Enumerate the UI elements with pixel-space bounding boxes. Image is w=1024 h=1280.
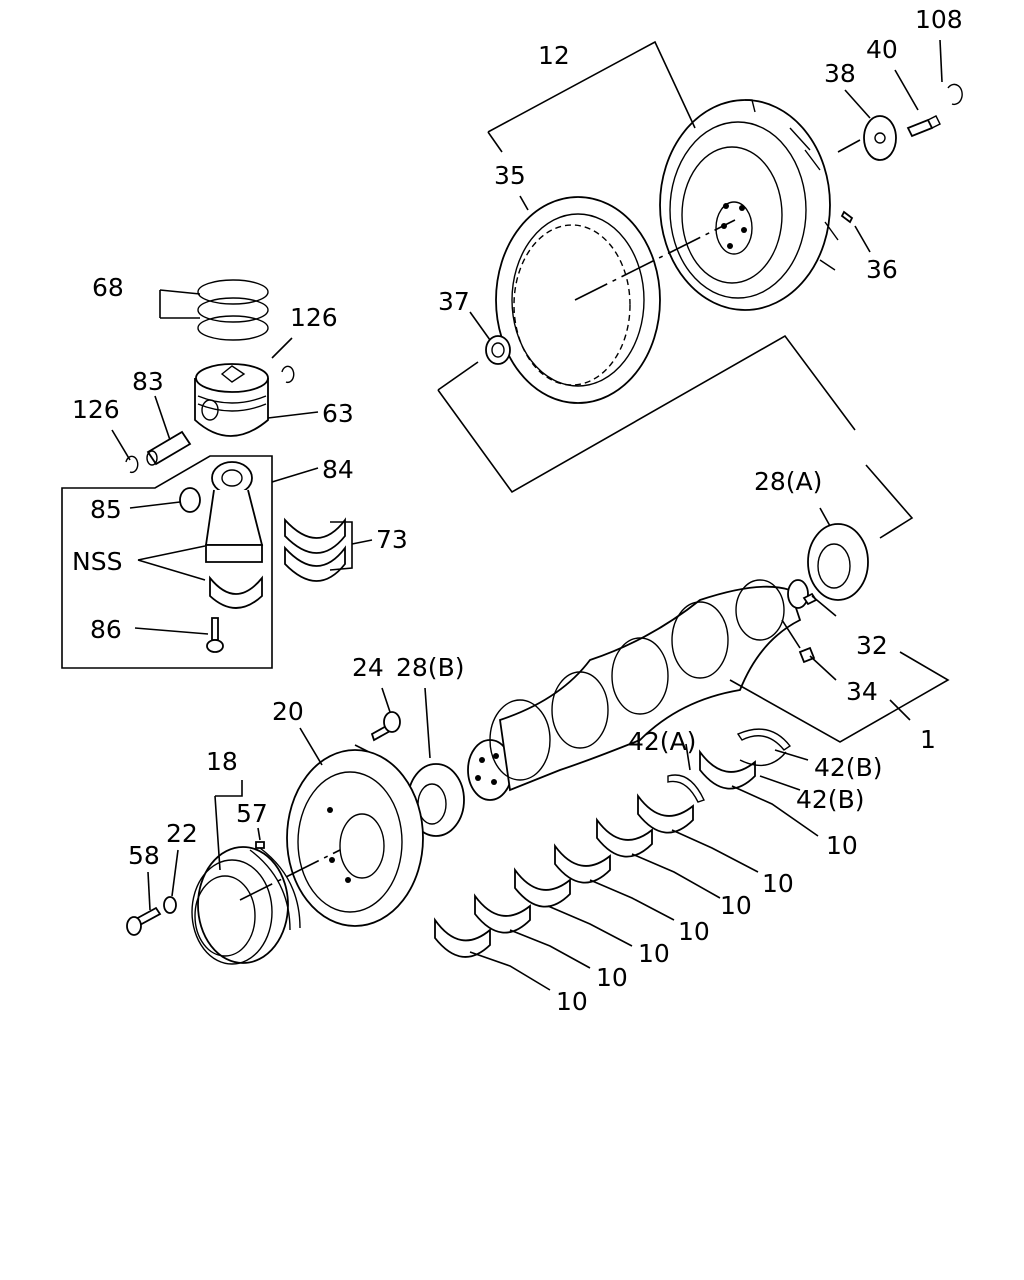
label-36: 36 [866,255,898,284]
main-bearing-1 [434,917,491,958]
piston-pin [146,430,192,466]
label-38: 38 [824,59,856,88]
label-nss: NSS [72,547,122,576]
label-10-4: 10 [678,917,710,946]
label-34: 34 [846,677,878,706]
conrod-bearing [284,517,346,582]
label-24: 24 [352,653,384,682]
piston-rings [197,279,269,341]
label-83: 83 [132,367,164,396]
label-1: 1 [920,725,936,754]
label-42b-upper: 42(B) [814,753,882,782]
crankshaft [467,579,809,801]
crank-pulley [286,749,424,927]
main-bearing-3 [514,867,571,908]
label-40: 40 [866,35,898,64]
label-10-5: 10 [720,891,752,920]
label-10-3: 10 [638,939,670,968]
label-42b-lower: 42(B) [796,785,864,814]
label-10-1: 10 [556,987,588,1016]
label-22: 22 [166,819,198,848]
label-10-2: 10 [596,963,628,992]
snap-ring-108 [947,83,963,106]
dowel-pin-36 [840,210,854,224]
main-bearing-4 [554,843,611,884]
label-68: 68 [92,273,124,302]
label-73: 73 [376,525,408,554]
label-84: 84 [322,455,354,484]
label-32: 32 [856,631,888,660]
main-bearing-2 [474,893,531,934]
label-57: 57 [236,799,268,828]
thrust-washer-a [667,774,705,803]
damper-bolt [126,906,162,936]
flywheel-housing [659,99,839,311]
label-86: 86 [90,615,122,644]
label-28a: 28(A) [754,467,822,496]
label-108: 108 [915,5,963,34]
label-35: 35 [494,161,526,190]
crank-gear-front [807,523,869,601]
key-34 [798,646,816,664]
label-10-7: 10 [826,831,858,860]
main-bearing-7 [699,749,756,790]
ring-gear [495,196,661,404]
snap-ring-126-upper [281,365,295,384]
pilot-bearing [485,335,511,365]
piston [194,363,269,437]
flywheel-bolt [906,115,941,138]
label-63: 63 [322,399,354,428]
dowel-pin-57 [255,841,265,849]
label-126-upper: 126 [290,303,338,332]
piston-pin-bushing [179,487,201,513]
label-37: 37 [438,287,470,316]
label-58: 58 [128,841,160,870]
connecting-rod [204,461,264,609]
label-12: 12 [538,41,570,70]
washer-22 [163,896,177,914]
label-28b: 28(B) [396,653,464,682]
label-18: 18 [206,747,238,776]
main-bearing-6 [637,793,694,834]
label-10-6: 10 [762,869,794,898]
crank-pulley-bolt [370,711,401,742]
label-20: 20 [272,697,304,726]
flywheel-plate [863,115,897,161]
main-bearing-5 [596,817,653,858]
conrod-bolt [206,617,224,653]
thrust-washer-b [736,728,792,767]
label-85: 85 [90,495,122,524]
torsional-damper [191,846,301,965]
label-126-lower: 126 [72,395,120,424]
snap-ring-126-lower [125,455,139,474]
label-42a: 42(A) [628,727,696,756]
